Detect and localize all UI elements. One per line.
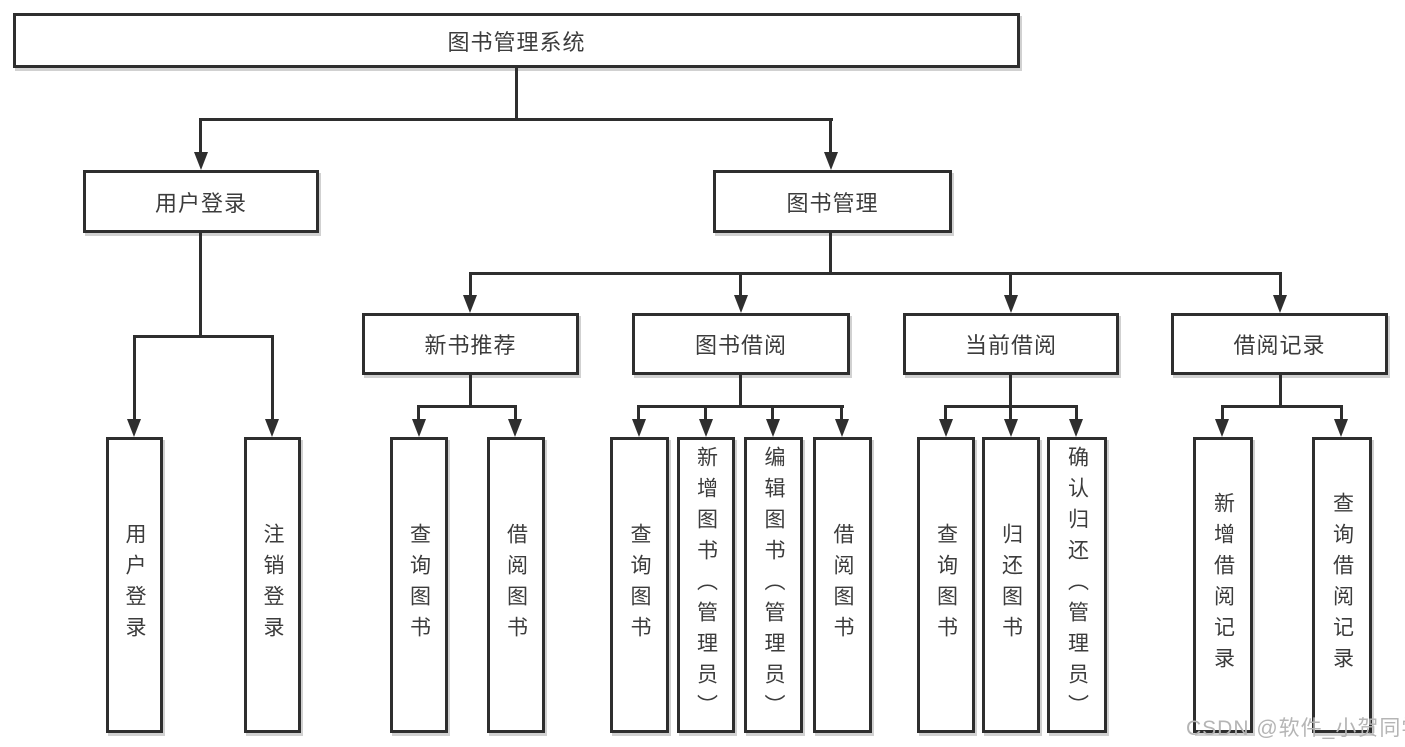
connector-line — [1279, 272, 1282, 299]
csdn-watermark: CSDN @软件_小贺同学 — [1186, 717, 1405, 740]
arrowhead-down-icon — [734, 295, 748, 313]
connector-line — [771, 405, 774, 421]
connector-line — [1279, 375, 1282, 405]
node-label: 编辑图书（管理员） — [762, 445, 785, 725]
connector-line — [469, 272, 472, 299]
arrowhead-down-icon — [463, 295, 477, 313]
node-edit-book-admin: 编辑图书（管理员） — [744, 437, 803, 733]
connector-line — [417, 405, 517, 408]
connector-line — [271, 335, 274, 421]
node-borrowing-records: 借阅记录 — [1171, 313, 1388, 375]
connector-line — [840, 405, 843, 421]
node-new-book-recommendation: 新书推荐 — [362, 313, 579, 375]
node-label: 查询借阅记录 — [1330, 492, 1354, 678]
node-label: 查询图书 — [628, 523, 651, 647]
connector-line — [514, 405, 517, 421]
node-user-login-action: 用户登录 — [106, 437, 163, 733]
arrowhead-down-icon — [1069, 419, 1083, 437]
node-label: 确认归还（管理员） — [1065, 445, 1089, 725]
connector-line — [944, 405, 947, 421]
connector-line — [637, 405, 844, 408]
node-label: 归还图书 — [999, 523, 1023, 647]
node-label: 注销登录 — [261, 523, 284, 647]
connector-line — [199, 118, 202, 154]
arrowhead-down-icon — [699, 419, 713, 437]
connector-line — [1221, 405, 1343, 408]
arrowhead-down-icon — [412, 419, 426, 437]
connector-line — [133, 335, 274, 338]
connector-line — [469, 272, 1281, 275]
arrowhead-down-icon — [508, 419, 522, 437]
node-logout-action: 注销登录 — [244, 437, 301, 733]
node-query-books-borrowing: 查询图书 — [610, 437, 669, 733]
arrowhead-down-icon — [194, 152, 208, 170]
connector-line — [417, 405, 420, 421]
arrowhead-down-icon — [632, 419, 646, 437]
node-label: 用户登录 — [154, 190, 247, 216]
node-query-borrow-record: 查询借阅记录 — [1312, 437, 1372, 733]
node-return-book: 归还图书 — [982, 437, 1040, 733]
node-label: 图书管理 — [786, 190, 879, 216]
connector-line — [515, 68, 518, 120]
connector-line — [1221, 405, 1224, 421]
arrowhead-down-icon — [1273, 295, 1287, 313]
node-confirm-return-admin: 确认归还（管理员） — [1047, 437, 1107, 733]
node-label: 借阅图书 — [504, 523, 528, 647]
connector-line — [637, 405, 640, 421]
node-label: 图书管理系统 — [447, 29, 586, 55]
connector-line — [739, 272, 742, 299]
arrowhead-down-icon — [265, 419, 279, 437]
node-label: 新增借阅记录 — [1211, 492, 1235, 678]
node-library-management-system: 图书管理系统 — [13, 13, 1020, 68]
node-label: 借阅图书 — [831, 523, 854, 647]
connector-line — [704, 405, 707, 421]
connector-line — [199, 232, 202, 337]
connector-line — [739, 375, 742, 405]
connector-line — [133, 335, 136, 421]
arrowhead-down-icon — [1334, 419, 1348, 437]
node-label: 新书推荐 — [424, 333, 517, 358]
arrowhead-down-icon — [939, 419, 953, 437]
node-label: 新增图书（管理员） — [694, 445, 718, 725]
arrowhead-down-icon — [824, 152, 838, 170]
node-label: 图书借阅 — [694, 333, 787, 358]
connector-line — [199, 118, 833, 121]
connector-line — [829, 118, 832, 154]
node-label: 当前借阅 — [964, 333, 1057, 358]
node-book-borrowing: 图书借阅 — [632, 313, 850, 375]
arrowhead-down-icon — [835, 419, 849, 437]
arrowhead-down-icon — [127, 419, 141, 437]
node-query-books-recommend: 查询图书 — [390, 437, 448, 733]
arrowhead-down-icon — [1215, 419, 1229, 437]
connector-line — [1009, 405, 1012, 421]
node-query-books-current: 查询图书 — [917, 437, 975, 733]
node-user-login: 用户登录 — [83, 170, 319, 233]
node-label: 查询图书 — [407, 523, 431, 647]
arrowhead-down-icon — [1004, 295, 1018, 313]
node-label: 借阅记录 — [1233, 333, 1326, 358]
connector-line — [1009, 375, 1012, 405]
node-borrow-books-borrowing: 借阅图书 — [813, 437, 872, 733]
connector-line — [1340, 405, 1343, 421]
node-add-book-admin: 新增图书（管理员） — [677, 437, 735, 733]
node-borrow-books-recommend: 借阅图书 — [487, 437, 545, 733]
arrowhead-down-icon — [766, 419, 780, 437]
connector-line — [1009, 272, 1012, 299]
node-current-borrowing: 当前借阅 — [903, 313, 1119, 375]
node-label: 用户登录 — [123, 523, 146, 647]
node-label: 查询图书 — [934, 523, 958, 647]
connector-line — [469, 375, 472, 405]
connector-line — [829, 233, 832, 274]
arrowhead-down-icon — [1004, 419, 1018, 437]
node-add-borrow-record: 新增借阅记录 — [1193, 437, 1253, 733]
connector-line — [1075, 405, 1078, 421]
node-book-management: 图书管理 — [713, 170, 952, 233]
